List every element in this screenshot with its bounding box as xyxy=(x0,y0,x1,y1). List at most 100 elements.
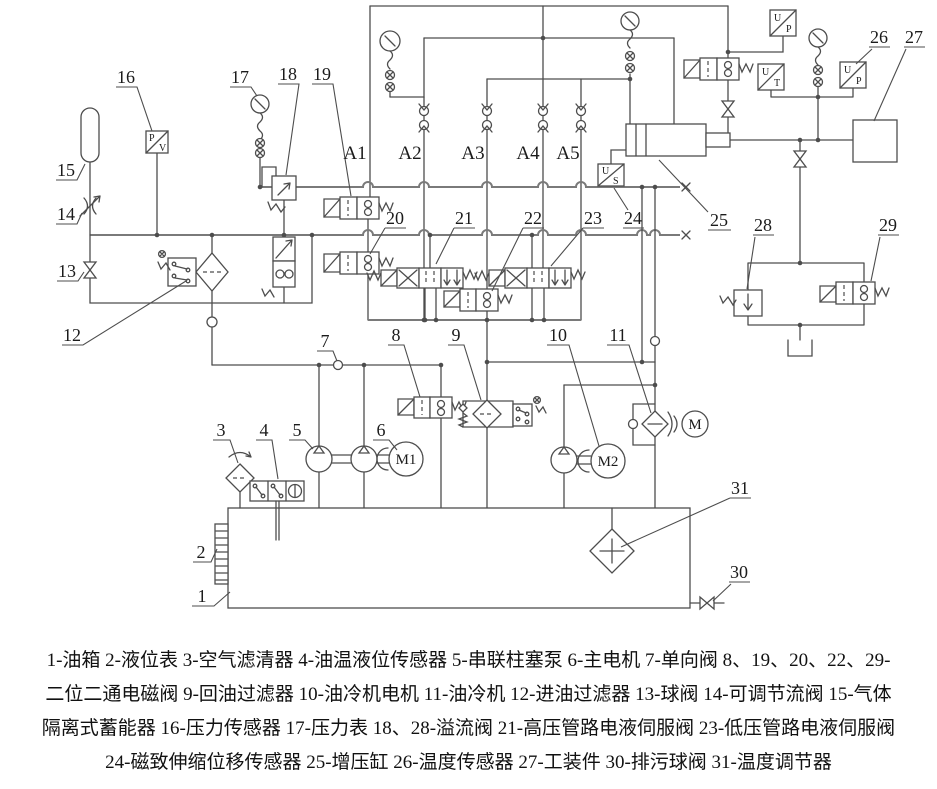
temp-sensor-ut-symbol: U T xyxy=(757,63,785,91)
ball-valve-cylinder-symbol xyxy=(720,100,736,118)
pv-letter-bottom: V xyxy=(159,143,167,154)
junction-dots xyxy=(154,35,821,388)
up2-letter-top: U xyxy=(844,65,852,76)
throttle-valve-symbol xyxy=(79,195,101,217)
displacement-sensor-24-symbol: U S xyxy=(597,163,625,187)
us-letter-bottom: S xyxy=(613,176,619,187)
callout-17: 17 xyxy=(231,67,249,87)
servo-valve-23-symbol xyxy=(474,267,586,289)
callout-16: 16 xyxy=(117,67,135,87)
callout-29: 29 xyxy=(879,215,897,235)
legend-line-1: 1-油箱 2-液位表 3-空气滤清器 4-油温液位传感器 5-串联柱塞泵 6-主… xyxy=(46,650,891,671)
ball-valve-13-symbol xyxy=(82,261,98,279)
up2-letter-bottom: P xyxy=(856,76,862,87)
pressure-gauge-top-mid-symbol xyxy=(620,11,640,74)
callout-13: 13 xyxy=(58,261,76,281)
workpiece-27-symbol xyxy=(852,119,898,163)
servo-valve-21-symbol xyxy=(366,267,478,289)
pressure-transducer-16-symbol: P V xyxy=(145,130,169,154)
ut-letter-bottom: T xyxy=(774,78,780,89)
temp-level-sensor-4-symbol xyxy=(249,480,305,541)
callout-20: 20 xyxy=(386,208,404,228)
callout-6: 6 xyxy=(377,420,386,440)
test-couplings-symbols xyxy=(418,103,587,133)
callout-19: 19 xyxy=(313,64,331,84)
callout-1: 1 xyxy=(198,586,207,606)
callout-14: 14 xyxy=(57,204,75,224)
pressure-gauge-top-right-symbol xyxy=(808,28,828,88)
callout-26: 26 xyxy=(870,27,888,47)
m2-label: M2 xyxy=(598,454,619,470)
us-letter-top: U xyxy=(602,166,610,177)
callout-22: 22 xyxy=(524,208,542,228)
callout-11: 11 xyxy=(609,325,626,345)
plugged-port-marks xyxy=(681,182,691,240)
pressure-gauge-top-left-symbol xyxy=(379,30,401,93)
callout-7: 7 xyxy=(321,331,330,351)
return-filter-9-symbol xyxy=(457,395,547,429)
port-label-a2: A2 xyxy=(398,143,421,164)
solenoid-valve-22-symbol xyxy=(443,288,513,312)
callout-18: 18 xyxy=(279,64,297,84)
port-label-a5: A5 xyxy=(556,143,579,164)
callout-5: 5 xyxy=(293,420,302,440)
legend: 1-油箱 2-液位表 3-空气滤清器 4-油温液位传感器 5-串联柱塞泵 6-主… xyxy=(0,644,937,780)
ball-valve-right-symbol xyxy=(792,150,808,168)
pilot-check-valve-symbol xyxy=(261,236,296,298)
pressure-sensor-up1-symbol: U P xyxy=(769,9,797,37)
check-valve-7-symbol xyxy=(332,359,344,371)
callout-24: 24 xyxy=(624,208,642,228)
main-motor-m1-symbol: M1 xyxy=(376,441,424,477)
callout-21: 21 xyxy=(455,208,473,228)
legend-line-4: 24-磁致伸缩位移传感器 25-增压缸 26-温度传感器 27-工装件 30-排… xyxy=(105,752,832,773)
m-label: M xyxy=(688,417,701,433)
callout-2: 2 xyxy=(197,542,206,562)
callout-31: 31 xyxy=(731,478,749,498)
tandem-pump-5-symbol xyxy=(305,444,378,473)
callout-3: 3 xyxy=(217,420,226,440)
solenoid-valve-19-symbol xyxy=(323,196,394,220)
legend-line-3: 隔离式蓄能器 16-压力传感器 17-压力表 18、28-溢流阀 21-高压管路… xyxy=(41,718,896,739)
cooler-pump-symbol xyxy=(550,445,592,474)
accumulator-symbol xyxy=(80,107,100,163)
callout-9: 9 xyxy=(452,325,461,345)
callout-25: 25 xyxy=(710,210,728,230)
callout-28: 28 xyxy=(754,215,772,235)
m1-label: M1 xyxy=(396,452,417,468)
callout-4: 4 xyxy=(260,420,269,440)
port-label-a1: A1 xyxy=(343,143,366,164)
solenoid-valve-29-symbol xyxy=(819,281,890,305)
tank-return-symbol xyxy=(787,339,813,357)
port-label-a3: A3 xyxy=(461,143,484,164)
callout-12: 12 xyxy=(63,325,81,345)
hydraulic-schematic: P V xyxy=(56,5,925,611)
callout-10: 10 xyxy=(549,325,567,345)
drain-ball-valve-30-symbol xyxy=(689,595,725,611)
solenoid-valve-top-right-symbol xyxy=(683,57,754,81)
pv-letter-top: P xyxy=(149,133,155,144)
legend-line-2: 二位二通电磁阀 9-回油过滤器 10-油冷机电机 11-油冷机 12-进油过滤器… xyxy=(45,684,892,705)
solenoid-valve-8-symbol xyxy=(397,396,467,419)
oil-cooler-11-symbol: M xyxy=(627,335,709,446)
callout-27: 27 xyxy=(905,27,923,47)
ut-letter-top: U xyxy=(762,67,770,78)
pressure-gauge-17-symbol xyxy=(250,94,270,159)
callout-labels: 1 2 3 4 5 6 7 8 9 10 11 12 13 14 15 16 1… xyxy=(56,27,925,607)
temp-regulator-31-symbol xyxy=(589,507,635,574)
solenoid-valve-20-symbol xyxy=(323,251,394,275)
relief-valve-28-symbol xyxy=(719,289,763,317)
relief-valve-18-symbol xyxy=(261,166,297,214)
inlet-filter-12-symbol xyxy=(157,249,229,293)
booster-cylinder-25-symbol xyxy=(625,123,731,157)
level-gauge-2-symbol xyxy=(214,523,229,585)
air-filter-3-symbol xyxy=(225,451,255,509)
callout-30: 30 xyxy=(730,562,748,582)
callout-23: 23 xyxy=(584,208,602,228)
check-valve-symbol-lower xyxy=(206,316,218,328)
cooler-motor-m2-symbol: M2 xyxy=(590,443,626,479)
callout-15: 15 xyxy=(57,160,75,180)
pressure-sensor-26-symbol: U P xyxy=(839,61,867,89)
port-labels: A1 A2 A3 A4 A5 xyxy=(343,143,579,164)
callout-8: 8 xyxy=(392,325,401,345)
